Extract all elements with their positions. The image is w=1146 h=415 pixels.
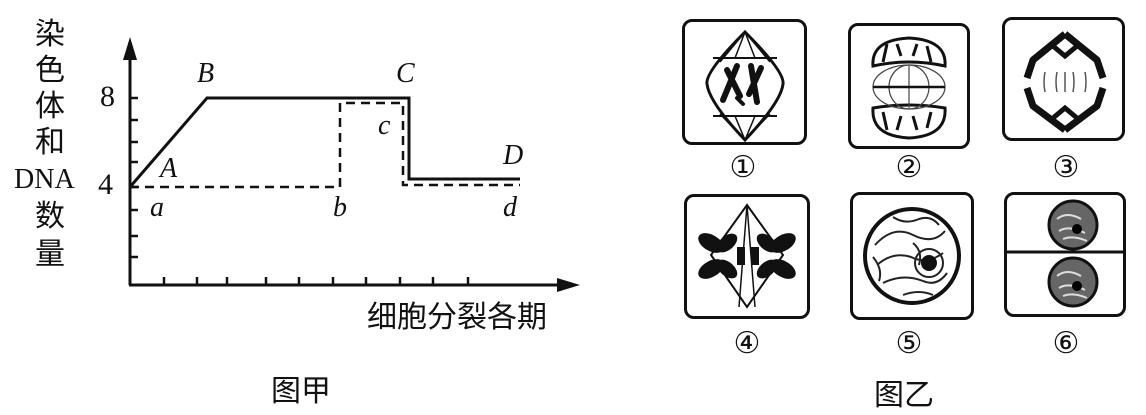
y-label-char: 色	[35, 53, 65, 88]
point-label-C: C	[396, 58, 415, 89]
cell-diagram-2	[848, 23, 970, 149]
anaphase-cell-icon	[1023, 31, 1107, 133]
point-label-a: a	[150, 192, 164, 223]
y-label-char: 量	[35, 237, 65, 272]
point-label-b: b	[333, 192, 347, 223]
cell-diagram-4	[684, 194, 810, 319]
y-label-dna: DNA	[14, 164, 75, 195]
figure-b-caption: 图乙	[874, 378, 934, 413]
dashed-line-series	[130, 101, 520, 189]
point-label-c: c	[378, 110, 391, 141]
daughter-cells-icon	[1007, 199, 1123, 308]
cell-diagram-5	[850, 192, 974, 320]
chart-plot-area	[123, 37, 580, 292]
x-axis-arrow-icon	[557, 278, 580, 292]
cell-number-2: ②	[895, 150, 923, 185]
y-axis-arrow-icon	[123, 37, 137, 60]
solid-line-series	[128, 96, 520, 188]
x-axis-ticks	[162, 277, 470, 285]
cell-number-6: ⑥	[1052, 326, 1080, 361]
cell-number-5: ⑤	[895, 326, 923, 361]
point-label-D: D	[503, 140, 524, 171]
cell-diagram-3	[1002, 17, 1125, 141]
x-axis-label: 细胞分裂各期	[367, 300, 547, 335]
y-tick-label-4: 4	[98, 168, 113, 201]
y-label-char: 和	[35, 125, 65, 160]
spindle-cell-icon	[705, 29, 785, 143]
interphase-cell-icon	[863, 207, 961, 305]
cell-diagram-6	[1004, 192, 1126, 317]
cell-number-4: ④	[733, 326, 761, 361]
telophase-cell-icon	[871, 36, 947, 140]
cell-number-1: ①	[729, 150, 757, 185]
cell-number-3: ③	[1052, 150, 1080, 185]
y-label-char: 染	[35, 17, 65, 52]
point-label-A: A	[160, 153, 178, 184]
y-label-char: 体	[35, 89, 65, 124]
point-label-B: B	[197, 58, 215, 89]
figure-a-caption: 图甲	[271, 374, 331, 409]
point-label-d: d	[503, 192, 517, 223]
cell-diagram-1	[682, 19, 807, 145]
y-label-char: 数	[35, 199, 65, 234]
metaphase-cell-icon	[698, 203, 796, 309]
y-tick-label-8: 8	[100, 80, 115, 113]
